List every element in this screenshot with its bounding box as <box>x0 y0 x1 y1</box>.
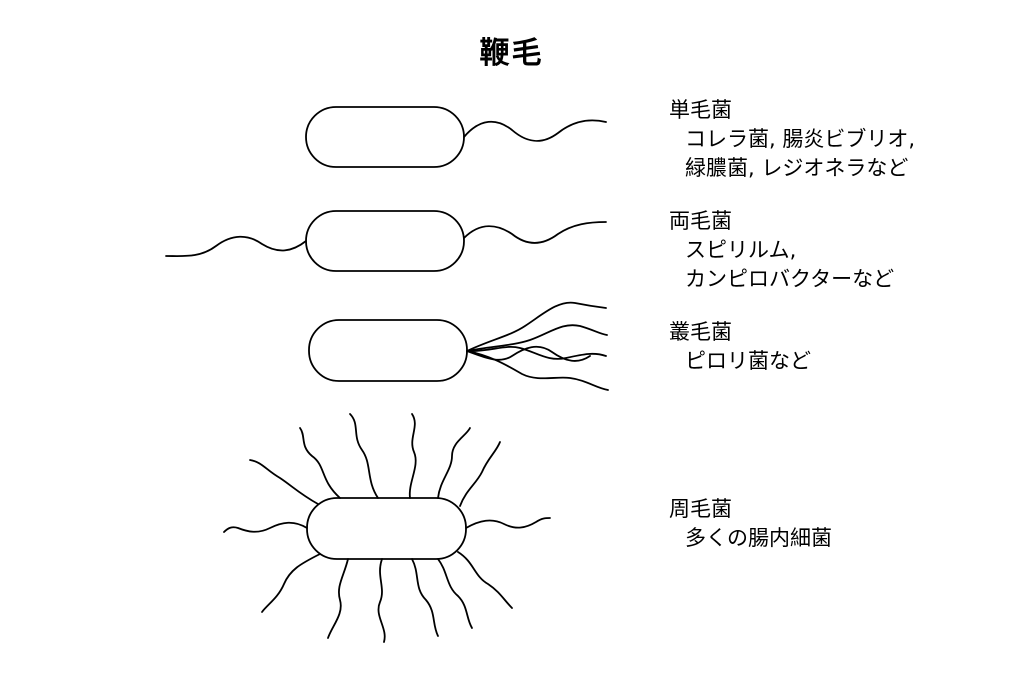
type-name: 周毛菌 <box>669 497 732 521</box>
bacterium-monotrichous <box>305 106 607 168</box>
label-amphitrichous: 両毛菌 スピリルム, カンピロバクターなど <box>669 207 894 294</box>
type-example: カンピロバクターなど <box>685 267 895 291</box>
flagellum <box>459 441 501 507</box>
type-example: スピリルム, <box>685 238 797 262</box>
flagellum <box>223 521 308 533</box>
flagellum-left <box>165 235 307 258</box>
flagellum <box>466 324 608 352</box>
flagellum <box>466 301 607 352</box>
flagellum <box>261 553 321 613</box>
flagellum <box>408 413 417 499</box>
type-name: 叢毛菌 <box>669 320 732 344</box>
flagellum <box>457 551 513 609</box>
flagellum <box>437 427 471 499</box>
flagellum <box>466 346 607 360</box>
flagellum <box>299 427 341 499</box>
label-lophotrichous: 叢毛菌 ピロリ菌など <box>669 318 811 376</box>
type-example: 多くの腸内細菌 <box>685 526 832 550</box>
bacterium-amphitrichous <box>165 210 607 272</box>
diagram-title: 鞭毛 <box>479 36 544 71</box>
type-example: ピロリ菌など <box>685 349 811 373</box>
flagellum <box>349 413 379 499</box>
cell-body <box>306 497 467 560</box>
bacterium-lophotrichous <box>308 301 609 391</box>
flagellum <box>327 558 349 639</box>
flagellum <box>437 558 473 629</box>
label-monotrichous: 単毛菌 コレラ菌, 腸炎ビブリオ, 緑膿菌, レジオネラなど <box>669 96 915 183</box>
flagellum <box>411 558 439 637</box>
flagellum <box>377 558 386 643</box>
flagellum <box>465 517 551 529</box>
label-peritrichous: 周毛菌 多くの腸内細菌 <box>669 495 832 553</box>
flagellum <box>249 459 319 505</box>
cell-body <box>305 210 465 272</box>
type-name: 両毛菌 <box>669 209 732 233</box>
cell-body <box>308 319 468 382</box>
cell-body <box>305 106 465 168</box>
type-example: コレラ菌, 腸炎ビブリオ, <box>685 127 916 151</box>
flagellum-right <box>463 221 607 244</box>
flagellum <box>466 350 609 391</box>
flagellum <box>463 119 607 142</box>
flagellum <box>466 345 591 362</box>
bacterium-peritrichous <box>223 413 551 643</box>
type-name: 単毛菌 <box>669 98 732 122</box>
type-example: 緑膿菌, レジオネラなど <box>685 156 909 180</box>
